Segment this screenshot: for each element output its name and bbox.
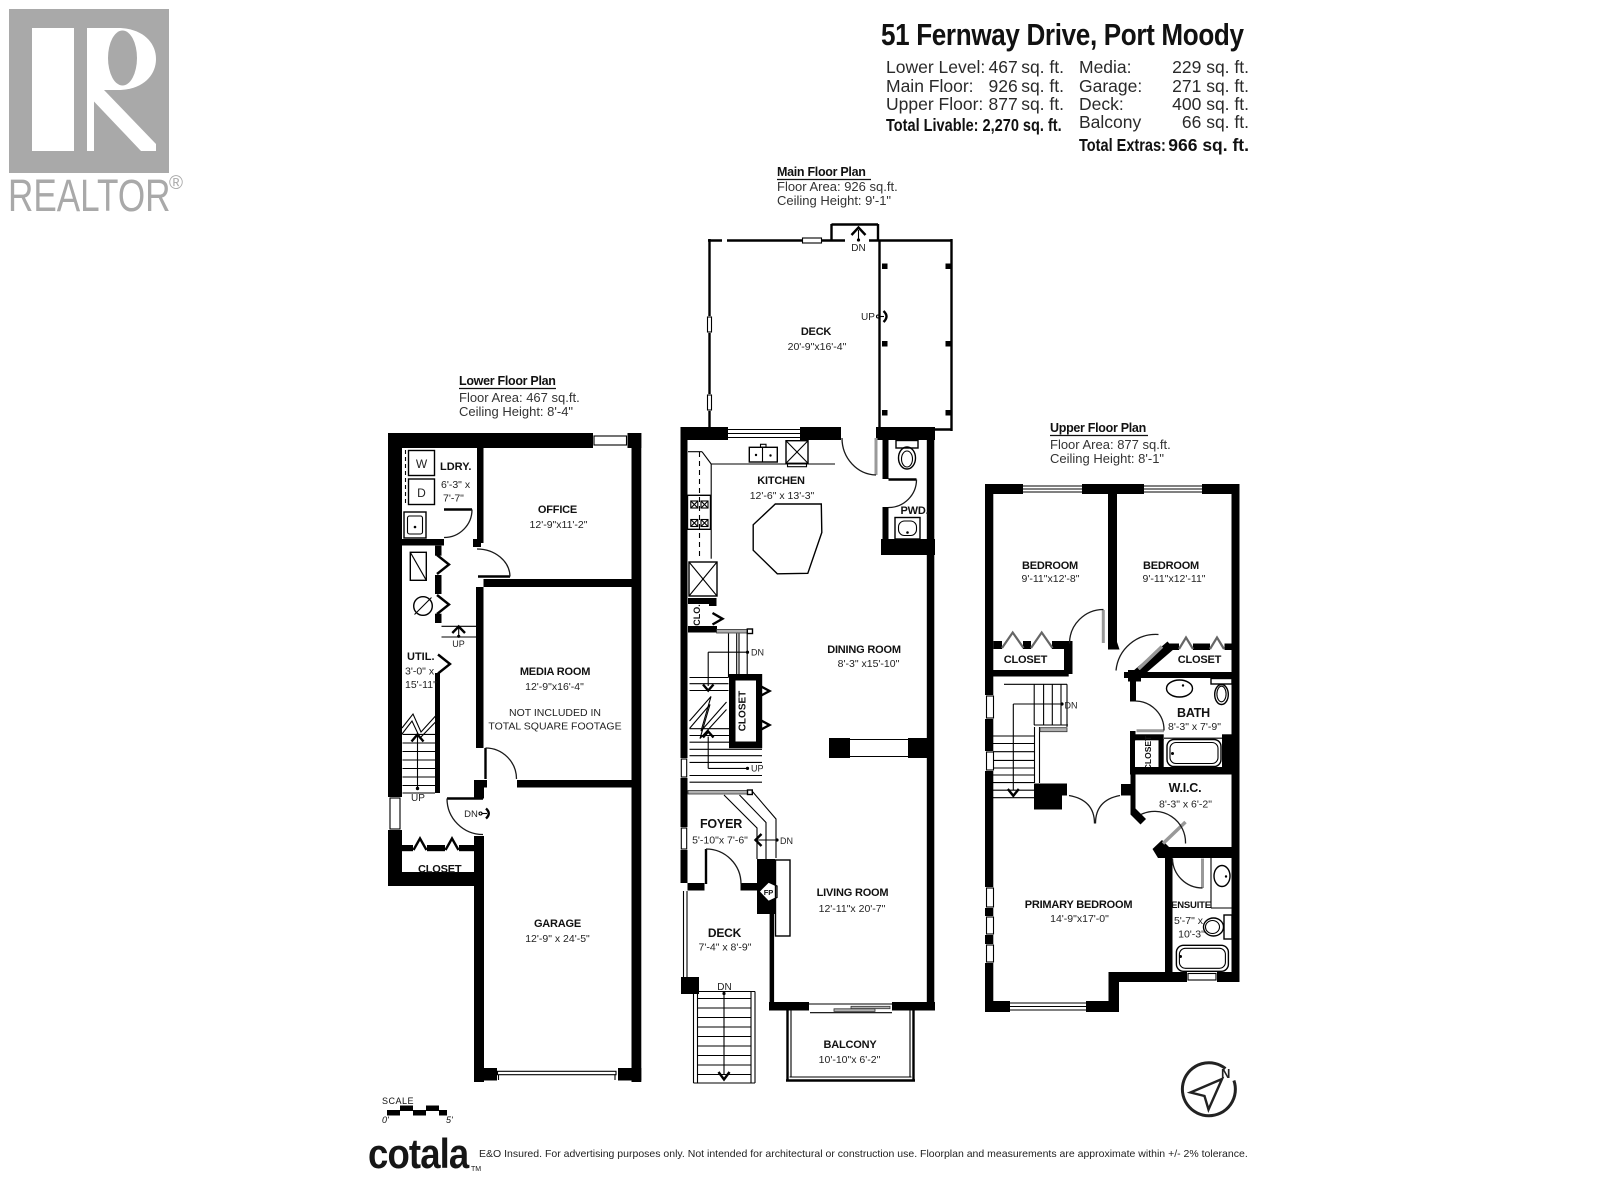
svg-text:400 sq. ft.: 400 sq. ft.: [1172, 94, 1249, 114]
svg-text:CLOSET: CLOSET: [1178, 654, 1222, 666]
svg-text:SCALE: SCALE: [382, 1096, 414, 1106]
svg-text:Floor Area: 926 sq.ft.: Floor Area: 926 sq.ft.: [777, 179, 898, 194]
svg-text:8'-3" x 6'-2": 8'-3" x 6'-2": [1159, 799, 1212, 811]
svg-text:271 sq. ft.: 271 sq. ft.: [1172, 76, 1249, 96]
svg-text:9'-11"x12'-11": 9'-11"x12'-11": [1142, 573, 1205, 585]
svg-text:BATH: BATH: [1177, 706, 1210, 720]
svg-text:12'-9" x 24'-5": 12'-9" x 24'-5": [525, 933, 590, 945]
svg-text:229 sq. ft.: 229 sq. ft.: [1172, 57, 1249, 77]
svg-text:Ceiling Height: 8'-4": Ceiling Height: 8'-4": [459, 404, 573, 419]
svg-text:Ceiling Height: 9'-1": Ceiling Height: 9'-1": [777, 193, 891, 208]
svg-text:UP: UP: [411, 793, 425, 804]
svg-text:12'-9"x16'-4": 12'-9"x16'-4": [525, 681, 584, 693]
svg-text:8'-3" x15'-10": 8'-3" x15'-10": [838, 658, 900, 670]
svg-text:51 Fernway Drive, Port Moody: 51 Fernway Drive, Port Moody: [881, 18, 1244, 52]
svg-text:Lower Level:: Lower Level:: [886, 57, 985, 77]
svg-text:Ceiling Height: 8'-1": Ceiling Height: 8'-1": [1050, 451, 1164, 466]
svg-text:PRIMARY BEDROOM: PRIMARY BEDROOM: [1025, 899, 1133, 911]
svg-text:W: W: [416, 457, 428, 471]
svg-text:DECK: DECK: [708, 926, 742, 940]
svg-text:12'-9"x11'-2": 12'-9"x11'-2": [530, 519, 588, 531]
svg-text:10'-10"x 6'-2": 10'-10"x 6'-2": [819, 1054, 881, 1066]
svg-text:OFFICE: OFFICE: [538, 504, 577, 516]
svg-text:LDRY.: LDRY.: [440, 461, 471, 473]
svg-text:5'-7" x: 5'-7" x: [1174, 915, 1204, 927]
svg-text:D: D: [417, 486, 426, 500]
svg-text:7'-7": 7'-7": [443, 493, 464, 505]
svg-text:5': 5': [446, 1115, 453, 1125]
svg-text:cotala: cotala: [368, 1131, 470, 1178]
svg-text:DN: DN: [780, 836, 793, 846]
svg-text:DN: DN: [751, 648, 764, 658]
svg-text:Floor Area: 877 sq.ft.: Floor Area: 877 sq.ft.: [1050, 437, 1171, 452]
svg-text:7'-4" x 8'-9": 7'-4" x 8'-9": [699, 942, 752, 954]
svg-text:TM: TM: [471, 1166, 481, 1173]
svg-text:467 sq. ft.: 467 sq. ft.: [989, 57, 1065, 77]
svg-text:CLOSET: CLOSET: [1143, 735, 1153, 770]
svg-text:BALCONY: BALCONY: [824, 1039, 878, 1051]
svg-text:9'-11"x12'-8": 9'-11"x12'-8": [1022, 573, 1080, 585]
svg-text:926 sq. ft.: 926 sq. ft.: [989, 76, 1065, 96]
svg-text:Upper Floor:: Upper Floor:: [886, 94, 983, 114]
svg-text:GARAGE: GARAGE: [534, 918, 581, 930]
svg-text:66 sq. ft.: 66 sq. ft.: [1182, 112, 1249, 132]
svg-text:CLOSET: CLOSET: [738, 691, 749, 732]
svg-text:E&O Insured. For advertising p: E&O Insured. For advertising purposes on…: [479, 1148, 1248, 1160]
svg-text:N: N: [1221, 1066, 1230, 1081]
svg-text:DN: DN: [851, 243, 865, 254]
svg-text:5'-10"x 7'-6": 5'-10"x 7'-6": [692, 835, 748, 847]
svg-text:Media:: Media:: [1079, 57, 1132, 77]
svg-text:3'-0" x: 3'-0" x: [405, 666, 435, 678]
svg-text:Lower Floor Plan: Lower Floor Plan: [459, 374, 556, 388]
svg-text:Deck:: Deck:: [1079, 94, 1124, 114]
svg-text:FOYER: FOYER: [700, 817, 742, 831]
svg-text:DINING ROOM: DINING ROOM: [827, 644, 901, 656]
svg-text:8'-3" x 7'-9": 8'-3" x 7'-9": [1168, 721, 1221, 733]
svg-text:Main Floor:: Main Floor:: [886, 76, 974, 96]
svg-text:Balcony: Balcony: [1079, 112, 1142, 132]
svg-text:PWD.: PWD.: [901, 505, 929, 517]
svg-text:DN: DN: [464, 809, 478, 820]
svg-text:20'-9"x16'-4": 20'-9"x16'-4": [788, 341, 847, 353]
svg-text:LIVING ROOM: LIVING ROOM: [817, 887, 889, 899]
svg-text:0': 0': [382, 1115, 389, 1125]
svg-text:MEDIA ROOM: MEDIA ROOM: [520, 666, 590, 678]
svg-text:BEDROOM: BEDROOM: [1143, 560, 1199, 572]
svg-text:Garage:: Garage:: [1079, 76, 1142, 96]
svg-text:15'-11": 15'-11": [405, 679, 437, 691]
svg-text:W.I.C.: W.I.C.: [1169, 781, 1202, 795]
svg-text:KITCHEN: KITCHEN: [757, 475, 805, 487]
svg-text:TOTAL SQUARE FOOTAGE: TOTAL SQUARE FOOTAGE: [488, 721, 621, 733]
svg-text:DECK: DECK: [801, 326, 832, 338]
svg-text:Main Floor Plan: Main Floor Plan: [777, 165, 866, 179]
svg-text:REALTOR: REALTOR: [8, 170, 171, 221]
svg-text:®: ®: [169, 173, 183, 194]
svg-text:DN: DN: [717, 982, 731, 993]
svg-text:NOT INCLUDED IN: NOT INCLUDED IN: [509, 707, 601, 719]
svg-text:DN: DN: [1065, 701, 1078, 711]
svg-text:14'-9"x17'-0": 14'-9"x17'-0": [1050, 913, 1109, 925]
svg-text:Total Extras:: Total Extras:: [1079, 136, 1166, 156]
svg-text:10'-3": 10'-3": [1178, 929, 1205, 941]
svg-text:12'-11"x 20'-7": 12'-11"x 20'-7": [819, 903, 886, 915]
svg-text:966 sq. ft.: 966 sq. ft.: [1168, 135, 1249, 155]
svg-text:BEDROOM: BEDROOM: [1022, 560, 1078, 572]
svg-text:FP: FP: [764, 888, 774, 897]
svg-text:ENSUITE: ENSUITE: [1171, 900, 1211, 911]
svg-text:CLO.: CLO.: [692, 604, 702, 626]
svg-text:UTIL.: UTIL.: [407, 651, 435, 663]
svg-text:CLOSET: CLOSET: [1004, 654, 1048, 666]
svg-text:6'-3" x: 6'-3" x: [441, 479, 471, 491]
svg-text:Upper Floor Plan: Upper Floor Plan: [1050, 421, 1146, 435]
svg-text:12'-6" x 13'-3": 12'-6" x 13'-3": [750, 490, 815, 502]
svg-text:UP: UP: [452, 639, 465, 649]
svg-text:Total Livable: 2,270 sq. ft.: Total Livable: 2,270 sq. ft.: [886, 116, 1062, 136]
svg-text:UP: UP: [861, 312, 875, 323]
svg-text:UP: UP: [751, 764, 764, 774]
svg-text:CLOSET: CLOSET: [418, 864, 462, 876]
svg-text:877 sq. ft.: 877 sq. ft.: [989, 94, 1065, 114]
svg-text:Floor Area: 467 sq.ft.: Floor Area: 467 sq.ft.: [459, 390, 580, 405]
